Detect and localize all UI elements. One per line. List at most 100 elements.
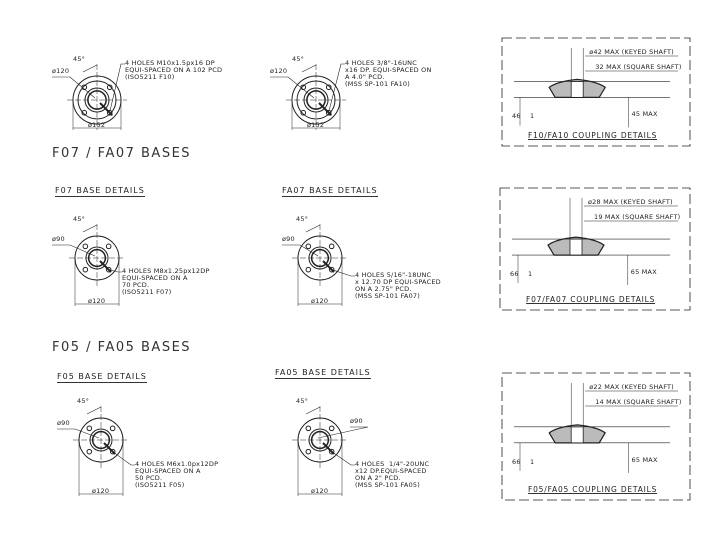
coupling-title-s1: F07/FA07 COUPLING DETAILS [526,295,656,304]
hole-note-line: ON A 2.75" PCD. [355,285,412,293]
hole-note-line: 50 PCD. [135,474,163,482]
bolt-hole-fa07 [305,266,312,273]
angle-label-fa05: 45° [296,397,309,405]
outer-diameter-label-f07: ø120 [88,297,106,305]
hole-note-line: EQUI-SPACED ON A 102 PCD [125,66,223,74]
angle-arrow-f07 [82,224,98,233]
keyed-shaft-label-s0: ø42 MAX (KEYED SHAFT) [589,48,674,56]
inner-diameter-label-f10: ø120 [52,67,70,75]
dia-leader-fa07 [282,244,319,257]
coupling-bore-s2 [570,426,584,444]
bolt-hole-f05 [86,425,93,432]
heading-f05-base: F05 BASE DETAILS [57,372,147,383]
hole-note-line: 4 HOLES M10x1.5px16 DP [125,59,215,67]
bolt-hole-f07 [82,243,89,250]
coupling-bore-s0 [570,81,584,98]
coupling-bore-s1 [569,238,583,256]
note-leader-f10 [109,63,125,113]
outer-diameter-label-f10: ø152 [88,121,106,129]
bolt-hole-fa05 [328,448,335,455]
keyed-shaft-label-s2: ø22 MAX (KEYED SHAFT) [589,383,674,391]
dia-leader-f07 [52,244,96,257]
hole-note-line: x 12.70 DP EQUI-SPACED [355,278,441,286]
square-shaft-label-s2: 14 MAX (SQUARE SHAFT) [595,398,682,406]
coupling-title-s2: F05/FA05 COUPLING DETAILS [528,485,658,494]
bolt-hole-fa05 [328,425,335,432]
dia-leader-f05 [57,428,100,439]
outer-diameter-label-fa10: ø152 [307,121,325,129]
bolt-hole-f10 [106,109,113,116]
note-leader-f07 [108,269,122,273]
section-title-f07: F07 / FA07 BASES [52,146,192,161]
inner-diameter-label-f07: ø90 [52,235,65,243]
bolt-hole-f07 [82,266,89,273]
hole-note-line: x16 DP. EQUI-SPACED ON [345,66,432,74]
hole-note-line: (MSS SP-101 FA07) [355,292,420,300]
hole-note-line: 4 HOLES M6x1.0px12DP [135,460,219,468]
leader-arrow-f07 [99,260,112,273]
keyed-shaft-label-s1: ø28 MAX (KEYED SHAFT) [588,198,673,206]
bolt-hole-f10 [81,109,88,116]
heading-fa07-base: FA07 BASE DETAILS [282,186,378,197]
square-shaft-label-s1: 19 MAX (SQUARE SHAFT) [594,213,681,221]
hole-note-line: ON A 2" PCD. [355,474,401,482]
leader-arrow-fa07 [322,260,335,273]
dim-c-label-s0: 45 MAX [631,110,658,119]
section-title-f05: F05 / FA05 BASES [52,340,192,355]
bolt-hole-fa10 [300,109,307,116]
angle-label-f10: 45° [73,55,86,63]
dia-leader-fa10 [270,76,315,99]
hole-note-line: x12 DP.EQUI-SPACED [355,467,427,475]
bolt-hole-fa05 [305,425,312,432]
hole-note-line: 70 PCD. [122,281,150,289]
angle-label-f05: 45° [77,397,90,405]
hole-note-line: (MSS SP-101 FA10) [345,80,410,88]
angle-arrow-fa05 [305,406,321,415]
hole-note-line: 4 HOLES 1/4"-20UNC [355,460,430,468]
hole-note-line: 4 HOLES 5/16"-18UNC [355,271,432,279]
outer-diameter-label-fa07: ø120 [311,297,329,305]
hole-note-line: A 4.0" PCD. [345,73,385,81]
bolt-hole-fa10 [325,109,332,116]
dim-b-label-s1: 1 [528,270,533,279]
angle-arrow-f05 [86,406,102,415]
hole-note-line: (MSS SP-101 FA05) [355,481,420,489]
square-shaft-label-s0: 32 MAX (SQUARE SHAFT) [595,63,682,71]
hole-note-line: (ISO5211 F10) [125,73,175,81]
bolt-hole-fa07 [305,243,312,250]
dim-c-label-s1: 65 MAX [630,268,657,277]
inner-diameter-label-f05: ø90 [57,419,70,427]
bolt-hole-f10 [106,84,113,91]
note-leader-f05 [112,451,135,466]
dia-leader-fa05 [317,426,369,439]
dim-b-label-s0: 1 [530,112,535,121]
note-leader-fa07 [331,269,355,277]
heading-fa05-base: FA05 BASE DETAILS [275,368,371,379]
hole-note-line: (ISO5211 F07) [122,288,172,296]
dim-a-label-s2: 66 [512,457,521,466]
hole-note-line: 4 HOLES M8x1.25px12DP [122,267,210,275]
bolt-hole-f05 [86,448,93,455]
dia-leader-f10 [52,76,96,99]
angle-arrow-f10 [82,64,98,73]
bolt-hole-fa05 [305,448,312,455]
angle-arrow-fa07 [305,224,321,233]
hole-note-line: 4 HOLES 3/8"-16UNC [345,59,417,67]
inner-diameter-label-fa05: ø90 [350,417,363,425]
leader-arrow-fa10 [318,102,333,117]
bolt-hole-f05 [109,425,116,432]
bolt-hole-fa10 [325,84,332,91]
bolt-hole-fa07 [328,243,335,250]
angle-label-f07: 45° [73,215,86,223]
angle-arrow-fa10 [301,64,317,73]
dim-a-label-s0: 46 [512,112,521,121]
outer-diameter-label-fa05: ø120 [311,487,329,495]
bolt-hole-f05 [109,448,116,455]
